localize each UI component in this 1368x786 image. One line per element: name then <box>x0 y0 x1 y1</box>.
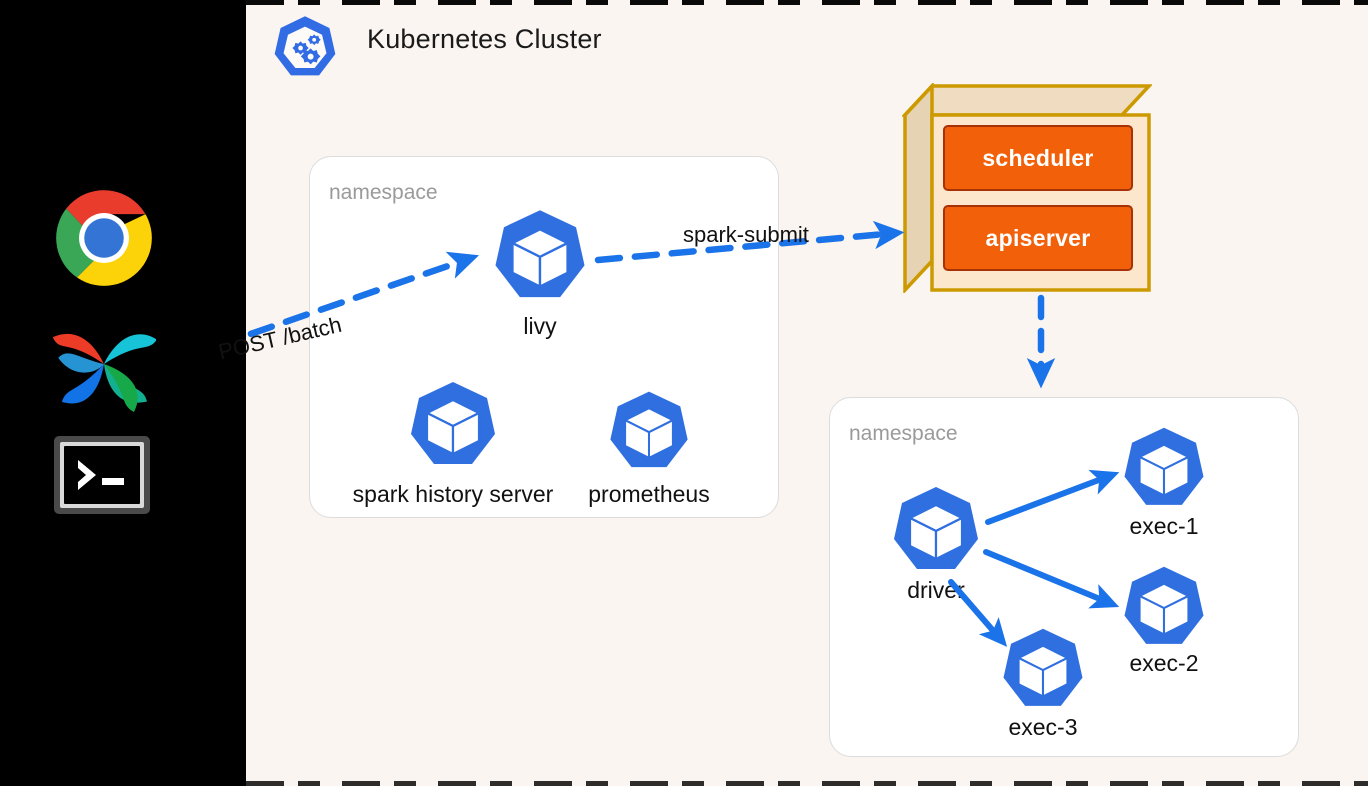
pod-icon-exec-2[interactable] <box>1117 563 1211 657</box>
pod-icon-driver[interactable] <box>886 483 986 583</box>
pod-label-exec-3: exec-3 <box>1008 714 1078 740</box>
kubernetes-icon <box>268 14 342 88</box>
pod-icon-exec-3[interactable] <box>996 625 1090 719</box>
pod-label-spark-history-server: spark history server <box>352 481 554 507</box>
pod-label-livy: livy <box>523 313 557 339</box>
kubernetes-cluster-canvas: Kubernetes Cluster namespace namespace s… <box>216 0 1368 786</box>
terminal-icon[interactable] <box>52 434 152 516</box>
pod-icon-spark-history-server[interactable] <box>403 378 503 478</box>
pod-label-exec-2: exec-2 <box>1129 650 1199 676</box>
pod-label-driver: driver <box>907 577 965 603</box>
pod-icon-livy[interactable] <box>487 206 593 312</box>
service-box-apiserver[interactable]: apiserver <box>943 205 1133 271</box>
page-title: Kubernetes Cluster <box>367 24 602 54</box>
bottom-edge-strip <box>246 781 1368 786</box>
namespace-label-left: namespace <box>329 181 438 204</box>
pod-icon-prometheus[interactable] <box>603 388 695 480</box>
pod-label-prometheus: prometheus <box>588 481 710 507</box>
service-box-scheduler[interactable]: scheduler <box>943 125 1133 191</box>
pod-label-exec-1: exec-1 <box>1129 513 1199 539</box>
top-edge-strip <box>246 0 1368 5</box>
application-dock <box>0 0 246 786</box>
namespace-label-right: namespace <box>849 422 958 445</box>
pod-icon-exec-1[interactable] <box>1117 424 1211 518</box>
connector-label-spark-submit: spark-submit <box>683 222 809 247</box>
chrome-icon[interactable] <box>52 186 156 290</box>
airflow-icon[interactable] <box>52 312 157 416</box>
